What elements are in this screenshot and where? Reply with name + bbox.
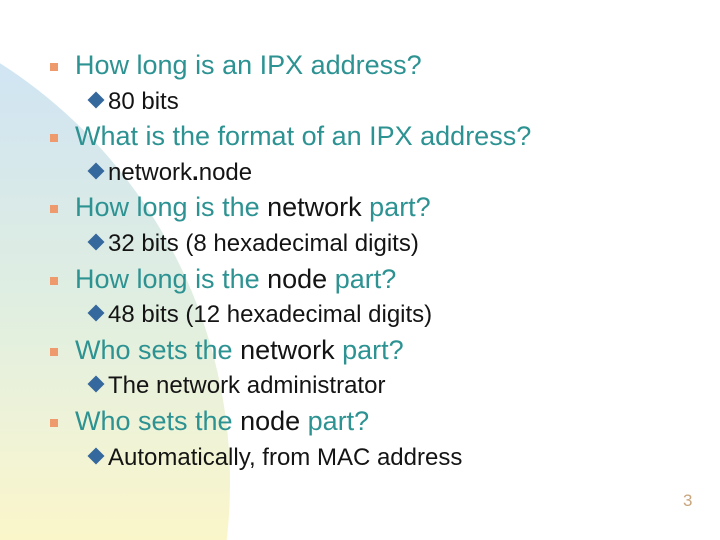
question-line: How long is the network part? [50,190,531,226]
qa-item: Who sets the network part? The network a… [50,333,531,404]
text-segment: part? [334,334,404,365]
text-segment: network [267,192,362,223]
answer-text: The network administrator [108,372,385,399]
answer-text: 48 bits (12 hexadecimal digits) [108,301,432,328]
square-bullet-icon [50,347,58,356]
page-number: 3 [683,491,693,510]
text-segment: node [198,158,253,186]
square-bullet-icon [50,134,58,143]
diamond-bullet-icon [87,304,105,322]
question-text: Who sets the network part? [75,335,404,365]
question-line: How long is the node part? [50,262,531,298]
qa-item: What is the format of an IPX address? ne… [50,119,531,190]
text-segment: Who sets the [75,405,241,436]
text-segment: Automatically, from MAC address [108,443,463,471]
diamond-bullet-icon [87,375,105,393]
question-text: Who sets the node part? [75,406,369,436]
answer-line: Automatically, from MAC address [50,440,531,476]
text-segment: 32 bits (8 hexadecimal digits) [108,229,419,257]
text-segment: network [108,158,193,186]
bullet-list: How long is an IPX address? 80 bits What… [50,48,531,475]
text-segment: The network administrator [108,372,386,400]
answer-line: The network administrator [50,368,531,404]
text-segment: network [240,334,335,365]
question-line: Who sets the network part? [50,333,531,369]
answer-text: Automatically, from MAC address [108,444,462,471]
square-bullet-icon [50,205,58,214]
answer-line: network.node [50,155,531,191]
text-segment: 80 bits [108,87,179,115]
text-segment: part? [327,263,397,294]
qa-item: Who sets the node part? Automatically, f… [50,404,531,475]
text-segment: part? [300,405,370,436]
diamond-bullet-icon [87,162,105,180]
qa-item: How long is an IPX address? 80 bits [50,48,531,119]
diamond-bullet-icon [87,233,105,251]
diamond-bullet-icon [87,91,105,109]
answer-line: 80 bits [50,84,531,120]
text-segment: node [240,405,301,436]
question-line: Who sets the node part? [50,404,531,440]
text-segment: part? [361,192,431,223]
answer-line: 32 bits (8 hexadecimal digits) [50,226,531,262]
text-segment: node [267,263,328,294]
answer-text: network.node [108,159,252,186]
answer-line: 48 bits (12 hexadecimal digits) [50,297,531,333]
text-segment: How long is the [75,263,268,294]
square-bullet-icon [50,63,58,71]
answer-text: 32 bits (8 hexadecimal digits) [108,230,419,257]
question-text: What is the format of an IPX address? [75,121,531,151]
text-segment: How long is an IPX address? [75,50,422,80]
text-segment: . [192,158,199,186]
question-line: How long is an IPX address? [50,48,531,84]
question-text: How long is an IPX address? [75,50,422,80]
qa-item: How long is the network part? 32 bits (8… [50,190,531,261]
text-segment: What is the format of an IPX address? [75,121,532,152]
diamond-bullet-icon [87,447,105,465]
square-bullet-icon [50,276,58,285]
text-segment: Who sets the [75,334,241,365]
answer-text: 80 bits [108,88,179,115]
text-segment: How long is the [75,192,268,223]
question-text: How long is the network part? [75,192,431,222]
qa-item: How long is the node part? 48 bits (12 h… [50,262,531,333]
question-text: How long is the node part? [75,264,396,294]
question-line: What is the format of an IPX address? [50,119,531,155]
text-segment: 48 bits (12 hexadecimal digits) [108,301,433,329]
square-bullet-icon [50,418,58,427]
